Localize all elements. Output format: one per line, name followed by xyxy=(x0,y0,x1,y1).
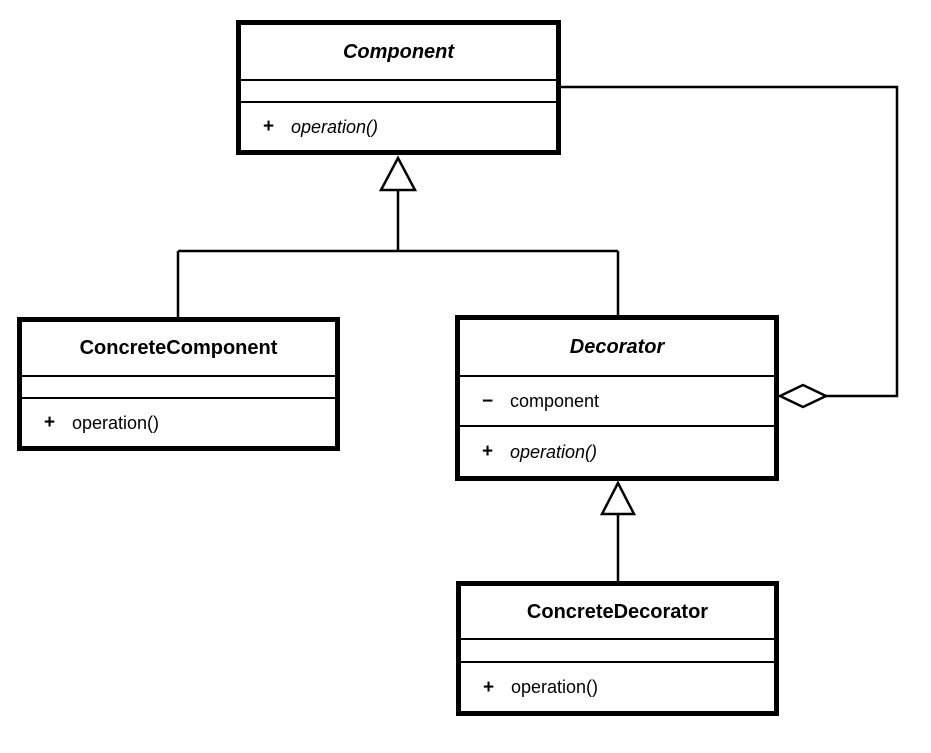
attributes-section-concrete-decorator xyxy=(461,640,774,663)
generalization-triangle-component xyxy=(378,155,418,192)
attribute-name: component xyxy=(510,391,600,411)
operations-section-decorator: + operation() xyxy=(460,427,774,476)
class-name-decorator: Decorator xyxy=(460,320,774,377)
operation-row: + operation() xyxy=(460,442,774,461)
class-box-decorator: Decorator − component + operation() xyxy=(455,315,779,481)
operations-section-concrete-decorator: + operation() xyxy=(461,663,774,711)
visibility-sign: + xyxy=(482,441,494,462)
attributes-section-concrete-component xyxy=(22,377,335,399)
aggregation-diamond-icon xyxy=(777,383,829,409)
visibility-sign: + xyxy=(483,676,495,698)
generalization-triangle-decorator xyxy=(599,480,637,516)
class-box-component: Component + operation() xyxy=(236,20,561,155)
operation-signature: operation() xyxy=(510,441,598,462)
class-name-concrete-decorator: ConcreteDecorator xyxy=(461,586,774,640)
class-name-concrete-component: ConcreteComponent xyxy=(22,322,335,377)
operation-signature: operation() xyxy=(291,116,379,137)
class-box-concrete-decorator: ConcreteDecorator + operation() xyxy=(456,581,779,716)
attributes-section-decorator: − component xyxy=(460,377,774,427)
operation-row: + operation() xyxy=(22,413,335,432)
operation-row: + operation() xyxy=(461,678,774,697)
attribute-row: − component xyxy=(460,392,774,411)
class-name-component: Component xyxy=(241,25,556,81)
attributes-section-component xyxy=(241,81,556,103)
generalization-lines-to-component xyxy=(176,190,620,317)
operation-signature: operation() xyxy=(511,677,599,697)
visibility-sign: + xyxy=(263,116,275,137)
visibility-sign: − xyxy=(482,390,494,412)
operation-signature: operation() xyxy=(72,412,160,433)
operations-section-concrete-component: + operation() xyxy=(22,399,335,446)
aggregation-line xyxy=(561,85,899,398)
operation-row: + operation() xyxy=(241,117,556,136)
class-box-concrete-component: ConcreteComponent + operation() xyxy=(17,317,340,451)
visibility-sign: + xyxy=(44,412,56,433)
operations-section-component: + operation() xyxy=(241,103,556,150)
